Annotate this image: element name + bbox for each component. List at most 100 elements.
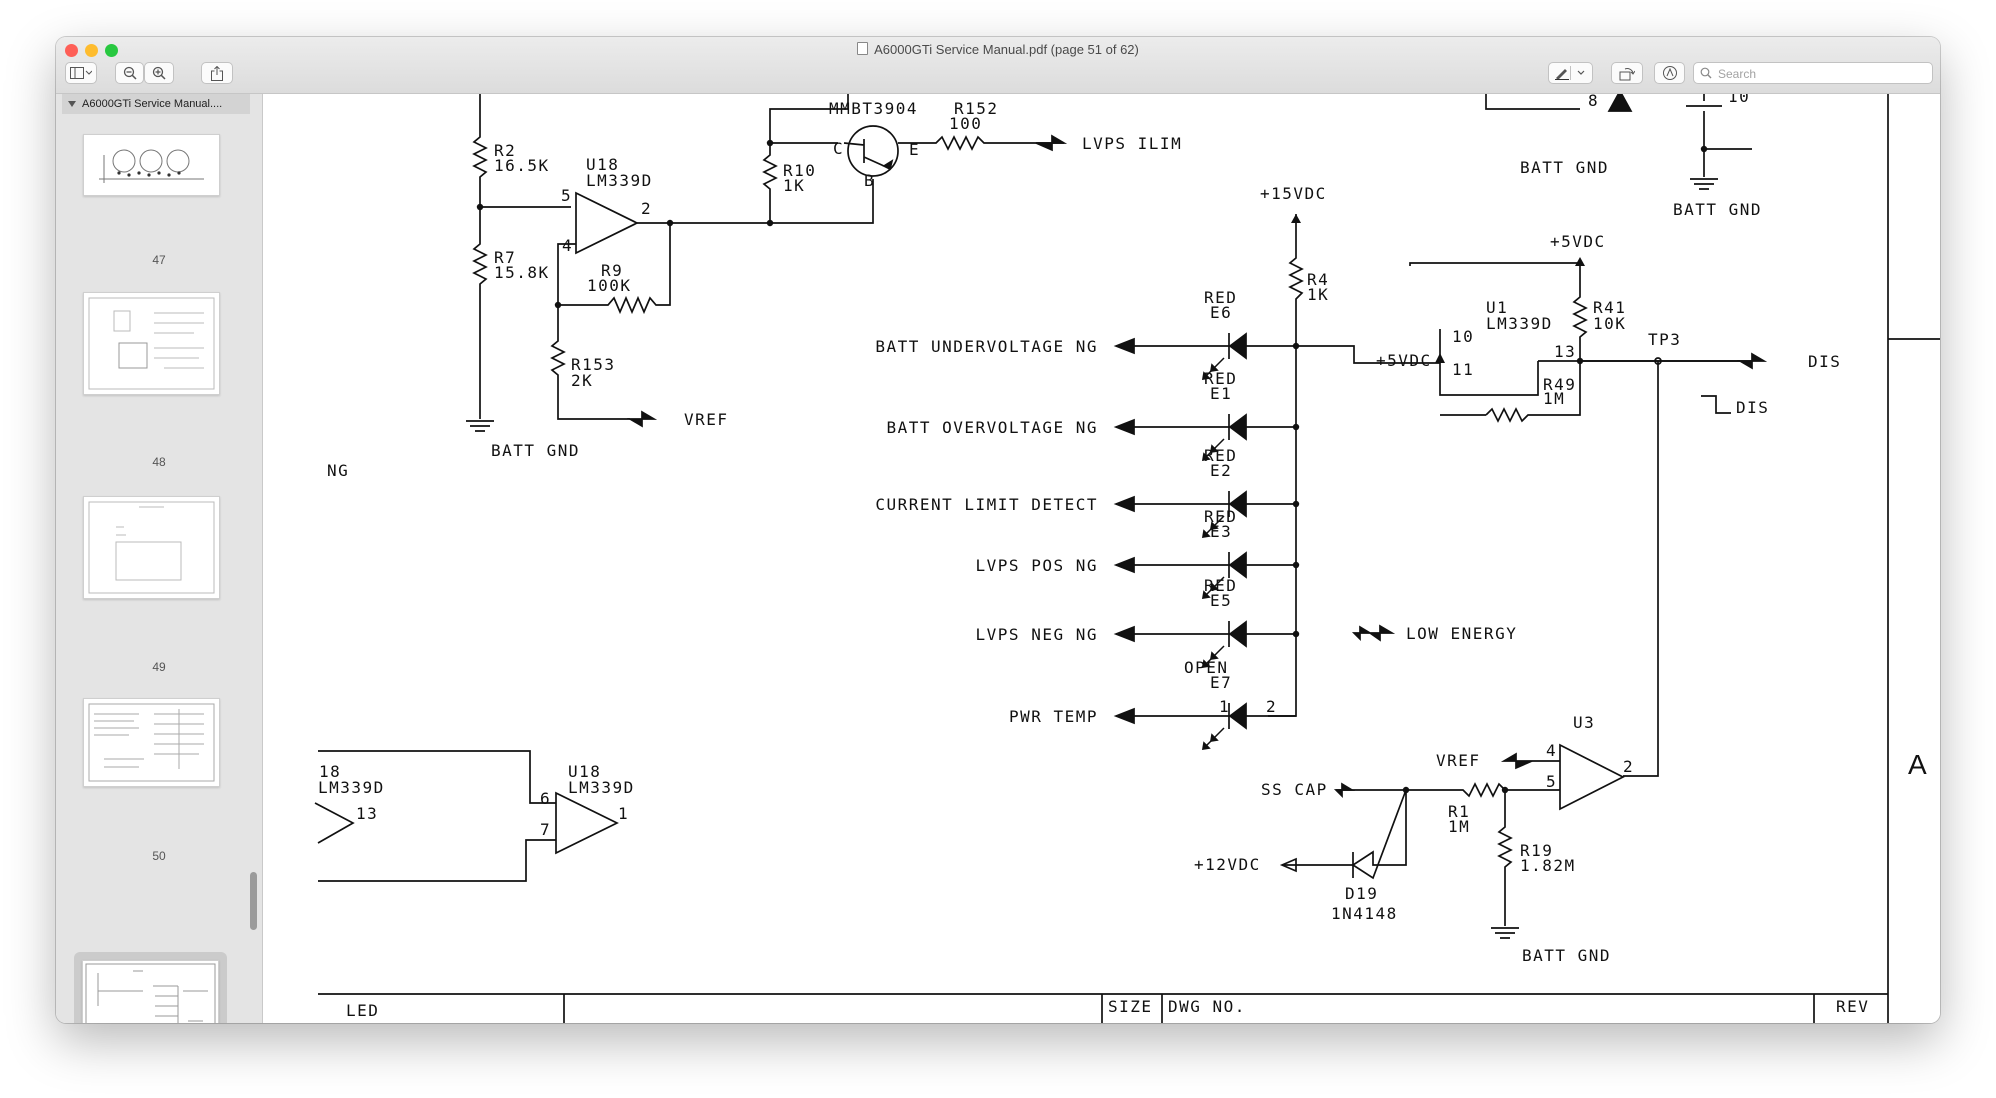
- r41-value: 10K: [1593, 314, 1626, 333]
- led-row-e1: [1113, 413, 1296, 462]
- led-color-e5: RED: [1204, 576, 1237, 595]
- zone-letter: A: [1908, 749, 1928, 780]
- search-field[interactable]: [1693, 62, 1933, 84]
- q-emitter: E: [909, 140, 920, 159]
- u18c-ref: 18: [319, 762, 341, 781]
- r2-ref: R2: [494, 141, 516, 160]
- rotate-icon: [1619, 67, 1635, 80]
- led-ref-e2: E2: [1210, 461, 1232, 480]
- zoom-button[interactable]: [105, 44, 118, 57]
- share-button[interactable]: [201, 62, 233, 84]
- led-net-arrow: [1113, 556, 1135, 574]
- zoom-in-icon: [152, 66, 166, 80]
- thumbnail-schematic-48: [88, 297, 215, 390]
- led-ref-e3: E3: [1210, 522, 1232, 541]
- title-block-size: SIZE: [1108, 997, 1153, 1016]
- u18a-pin-minus: 4: [562, 236, 573, 255]
- u18c-part: LM339D: [318, 778, 385, 797]
- led-color-e6: RED: [1204, 288, 1237, 307]
- close-button[interactable]: [65, 44, 78, 57]
- r1-ref: R1: [1448, 802, 1470, 821]
- r1-value: 1M: [1448, 817, 1470, 836]
- r2-value: 16.5K: [494, 156, 550, 175]
- page-thumbnail-50[interactable]: [83, 698, 220, 787]
- ss-cap-net: SS CAP: [1261, 780, 1328, 799]
- led-row-e5: [1113, 620, 1296, 669]
- led-ref-e6: E6: [1210, 303, 1232, 322]
- zoom-out-icon: [123, 66, 137, 80]
- sidebar-document-header[interactable]: A6000GTi Service Manual....: [62, 94, 250, 114]
- u18a-ref: U18: [586, 155, 619, 174]
- u3-ref: U3: [1573, 713, 1595, 732]
- p12-net: +12VDC: [1194, 855, 1261, 874]
- led-ray-heads: [1201, 582, 1219, 600]
- title-block-frag: LED: [346, 1001, 379, 1020]
- annotate-button[interactable]: [1654, 62, 1685, 84]
- led-signal-e3: LVPS POS NG: [976, 556, 1098, 575]
- markup-icon: [1662, 66, 1677, 80]
- page-thumbnail-48[interactable]: [83, 292, 220, 395]
- p15-net: +15VDC: [1260, 184, 1327, 203]
- disclosure-triangle-icon[interactable]: [68, 100, 76, 108]
- title-block-rev: REV: [1836, 997, 1869, 1016]
- window-title: A6000GTi Service Manual.pdf (page 51 of …: [56, 42, 1940, 57]
- zoom-out-button[interactable]: [115, 62, 144, 84]
- led-ray-heads: [1201, 651, 1219, 669]
- page-label-49: 49: [152, 660, 166, 674]
- u18a-part: LM339D: [586, 171, 653, 190]
- u1-ref: U1: [1486, 298, 1508, 317]
- led-signal-e7: PWR TEMP: [1009, 707, 1098, 726]
- d19-ref: D19: [1345, 884, 1378, 903]
- thumbnail-schematic-47: [99, 149, 204, 183]
- thumbnail-schematic-50: [88, 703, 215, 782]
- led-color-e2: RED: [1204, 446, 1237, 465]
- r49-value: 1M: [1543, 389, 1565, 408]
- ng-fragment: NG: [327, 461, 349, 480]
- pdf-document-icon: [857, 42, 869, 55]
- r152-value: 100: [949, 114, 982, 133]
- p5-net-top: +5VDC: [1550, 232, 1606, 251]
- led-signal-e1: BATT OVERVOLTAGE NG: [886, 418, 1098, 437]
- led-ref-e1: E1: [1210, 384, 1232, 403]
- thumbnail-schematic-49: [88, 501, 215, 594]
- zoom-in-button[interactable]: [144, 62, 174, 84]
- page-label-50: 50: [152, 849, 166, 863]
- u18b-part: LM339D: [568, 778, 635, 797]
- led-net-arrow: [1113, 495, 1135, 513]
- document-page-view: R2 16.5K R7 15.8K U18 LM339D 5 4 2 R9 10…: [263, 87, 1940, 1023]
- r7-ref: R7: [494, 248, 516, 267]
- minimize-button[interactable]: [85, 44, 98, 57]
- led-row-e2: [1113, 490, 1296, 539]
- led-ref-e5: E5: [1210, 591, 1232, 610]
- r153-value: 2K: [571, 371, 593, 390]
- led-signal-e5: LVPS NEG NG: [976, 625, 1098, 644]
- led-diode-body: [1228, 332, 1247, 360]
- markup-pen-button[interactable]: [1548, 62, 1593, 84]
- window-title-text: A6000GTi Service Manual.pdf (page 51 of …: [874, 42, 1139, 57]
- led-ray-heads: [1201, 521, 1219, 539]
- led-ray-heads: [1201, 733, 1219, 751]
- page-thumbnail-47[interactable]: [83, 134, 220, 196]
- rotate-button[interactable]: [1611, 62, 1643, 84]
- led-color-e1: RED: [1204, 369, 1237, 388]
- page-thumbnail-49[interactable]: [83, 496, 220, 599]
- page-thumbnail-51[interactable]: [82, 960, 219, 1023]
- u18b-pin-out: 1: [618, 804, 629, 823]
- u18c-pin-out: 13: [356, 804, 378, 823]
- sidebar-toggle-button[interactable]: [65, 62, 97, 84]
- led-ref-e7: E7: [1210, 673, 1232, 692]
- led-diode-body: [1228, 413, 1247, 441]
- led-color-e7: OPEN: [1184, 658, 1229, 677]
- led-diode-body: [1228, 620, 1247, 648]
- vref-net-lower: VREF: [1436, 751, 1481, 770]
- top-value: 10: [1728, 94, 1750, 106]
- r10-ref: R10: [783, 161, 816, 180]
- vref-net: VREF: [684, 410, 729, 429]
- sidebar-scrollbar[interactable]: [250, 872, 257, 930]
- led-diode-body: [1228, 551, 1247, 579]
- u18b-pin-b: 7: [540, 820, 551, 839]
- q-collector: C: [833, 139, 844, 158]
- share-icon: [211, 65, 223, 81]
- low-energy-net: LOW ENERGY: [1406, 624, 1517, 643]
- search-input[interactable]: [1716, 65, 1930, 83]
